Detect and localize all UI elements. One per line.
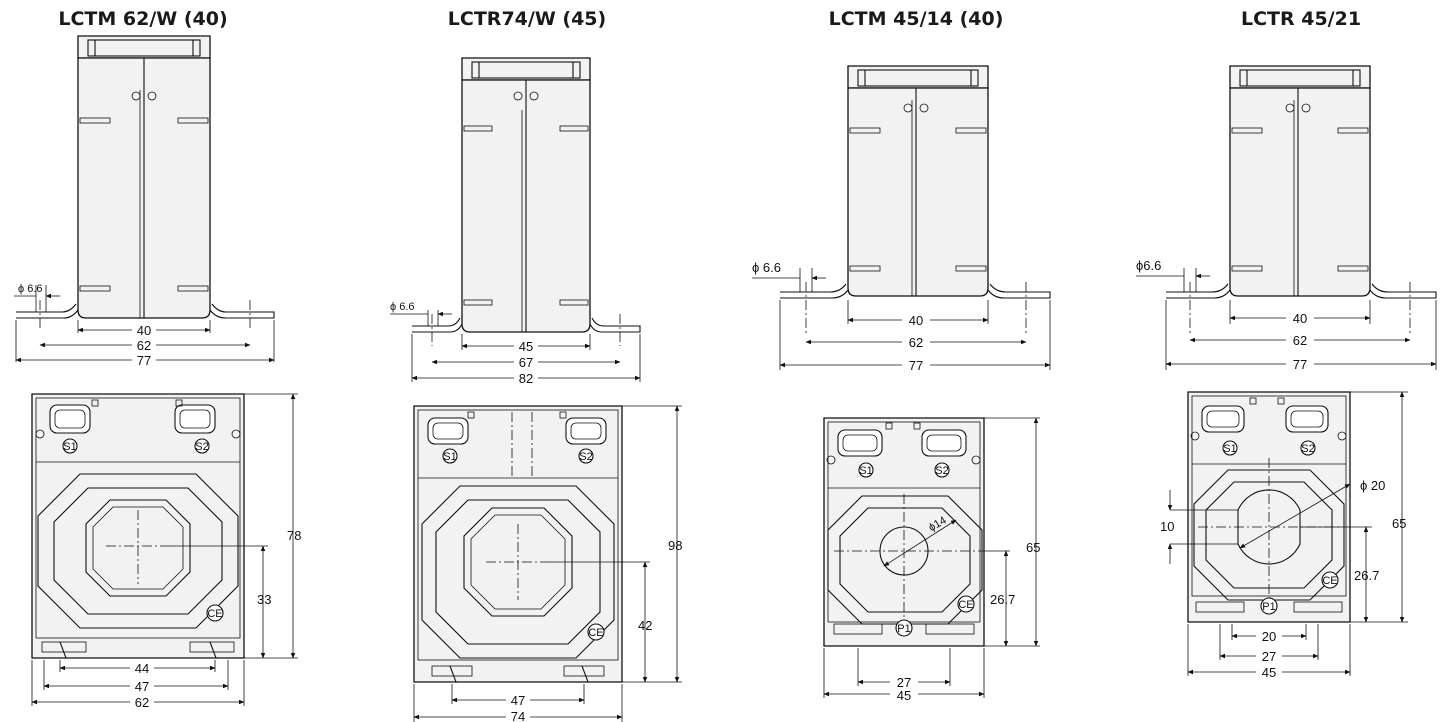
terminal-p1-label: P1	[897, 623, 910, 635]
side-view-lctm45: ϕ 6.6 40 62 77	[752, 65, 1051, 373]
dim-height: 65	[1026, 540, 1040, 555]
terminal-s2-label: S2	[195, 441, 208, 453]
front-view-lctm62: S1 S2 CE 78 33 44 47 62	[31, 393, 301, 710]
dim-bottom-3: 45	[1262, 665, 1276, 680]
ce-mark: CE	[1322, 575, 1337, 587]
dim-width-1: 40	[137, 323, 151, 338]
dim-bottom-1: 27	[897, 675, 911, 690]
dim-center: 42	[638, 618, 652, 633]
dim-width-3: 77	[1293, 357, 1307, 372]
dim-bottom-2: 47	[135, 679, 149, 694]
dim-center: 33	[257, 592, 271, 607]
side-view-lctm62: ϕ 6.6 40 62 77	[14, 35, 275, 368]
dim-height: 78	[287, 528, 301, 543]
model-title-lctm62: LCTM 62/W (40)	[58, 8, 228, 30]
dim-width-2: 62	[137, 338, 151, 353]
dim-bottom-2: 74	[511, 709, 525, 722]
dim-width-1: 45	[519, 339, 533, 354]
dim-center: 26.7	[990, 592, 1015, 607]
dim-width-3: 77	[137, 353, 151, 368]
terminal-s2-label: S2	[935, 465, 948, 477]
dim-bottom-1: 44	[135, 661, 149, 676]
dim-width-2: 62	[909, 335, 923, 350]
terminal-p1-label: P1	[1262, 601, 1275, 613]
dim-height: 98	[668, 538, 682, 553]
terminal-s1-label: S1	[443, 451, 456, 463]
dim-width-2: 62	[1293, 333, 1307, 348]
terminal-s1-label: S1	[859, 465, 872, 477]
ce-mark: CE	[588, 627, 603, 639]
dim-center: 26.7	[1354, 568, 1379, 583]
hole-dia-label: ϕ 6.6	[752, 260, 781, 275]
dim-bottom-1: 20	[1262, 629, 1276, 644]
dim-width-1: 40	[1293, 311, 1307, 326]
ce-mark: CE	[958, 599, 973, 611]
hole-dia-label: ϕ 6.6	[18, 283, 43, 295]
dim-bottom-2: 27	[1262, 649, 1276, 664]
front-view-lctm45: S1 S2 ϕ14 CE P1 65 26.7 27 45	[823, 417, 1040, 703]
dim-bottom-3: 62	[135, 695, 149, 710]
slot-width-label: 10	[1160, 519, 1174, 534]
side-view-lctr45: ϕ6.6 40 62 77	[1136, 65, 1437, 372]
dim-width-1: 40	[909, 313, 923, 328]
model-title-lctr45: LCTR 45/21	[1240, 8, 1362, 30]
hole-dia-label: ϕ 6.6	[390, 301, 415, 313]
dim-width-2: 67	[519, 355, 533, 370]
terminal-s2-label: S2	[1301, 443, 1314, 455]
side-view-lctr74: ϕ 6.6 45 67 82	[390, 57, 641, 386]
terminal-s2-label: S2	[579, 451, 592, 463]
terminal-s1-label: S1	[1223, 443, 1236, 455]
model-title-lctm45: LCTM 45/14 (40)	[828, 8, 1004, 30]
dim-height: 65	[1392, 516, 1406, 531]
dim-width-3: 77	[909, 358, 923, 373]
ce-mark: CE	[207, 608, 222, 620]
hole-dia-label: ϕ6.6	[1136, 258, 1161, 273]
dim-bottom-1: 47	[511, 693, 525, 708]
dim-bottom-2: 45	[897, 688, 911, 703]
model-title-lctr74: LCTR74/W (45)	[447, 8, 607, 30]
terminal-s1-label: S1	[63, 441, 76, 453]
front-view-lctr45: S1 S2 ϕ 20 10 CE P1 65 26.7 20	[1160, 391, 1408, 680]
front-view-lctr74: S1 S2 CE 98 42 47 74	[413, 405, 682, 722]
dim-width-3: 82	[519, 371, 533, 386]
aperture-dia-label: ϕ 20	[1360, 478, 1385, 493]
